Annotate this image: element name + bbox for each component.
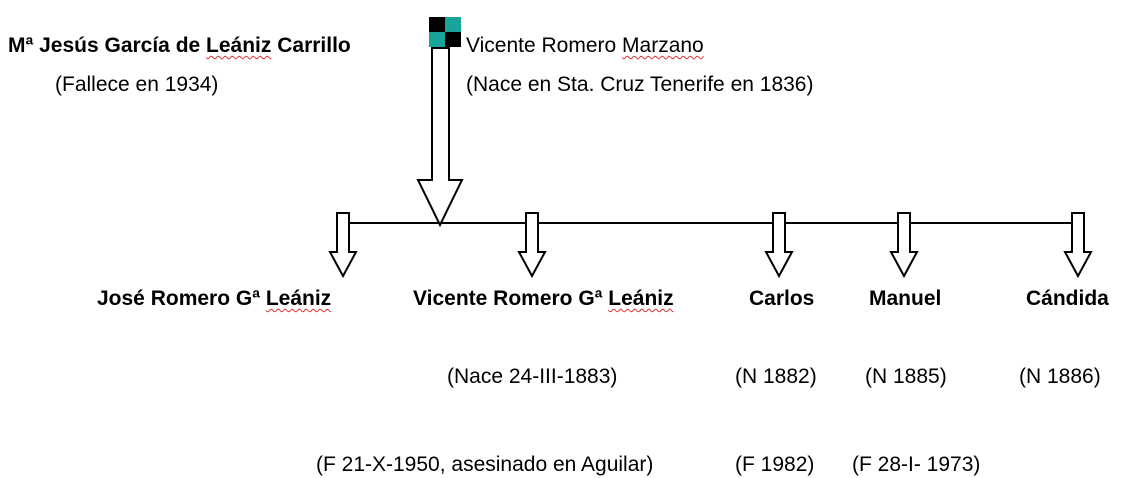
- child-arrow-vicente: [517, 212, 547, 279]
- father-surname: Marzano: [622, 34, 704, 57]
- father-first-name: Vicente Romero: [466, 34, 623, 57]
- child-died-manuel: (F 28-I- 1973): [852, 453, 981, 476]
- child-born-carlos: (N 1882): [735, 365, 817, 388]
- mother-name: Mª Jesús García de Leániz Carrillo: [8, 33, 351, 59]
- child-name-jose: José Romero Gª Leániz: [97, 286, 331, 312]
- child-arrow-carlos: [764, 212, 794, 279]
- child-born-candida: (N 1886): [1019, 365, 1101, 388]
- mother-name-prefix: Mª Jesús García de: [8, 34, 207, 57]
- child-name-prefix: José Romero Gª: [97, 287, 266, 310]
- child-name-vicente: Vicente Romero Gª Leániz: [413, 286, 674, 312]
- father-note: (Nace en Sta. Cruz Tenerife en 1836): [466, 73, 814, 96]
- child-surname: Leániz: [265, 287, 332, 310]
- child-arrow-jose: [328, 212, 358, 279]
- mother-surname: Leániz: [206, 34, 272, 57]
- main-descent-arrow: [416, 47, 464, 228]
- marriage-icon: [429, 17, 461, 47]
- child-name-candida: Cándida: [1026, 287, 1109, 310]
- child-name-manuel: Manuel: [869, 287, 942, 310]
- mother-note: (Fallece en 1934): [55, 73, 219, 96]
- child-arrow-candida: [1063, 212, 1093, 279]
- child-died-vicente: (F 21-X-1950, asesinado en Aguilar): [316, 453, 654, 476]
- child-died-carlos: (F 1982): [735, 453, 815, 476]
- child-born-manuel: (N 1885): [865, 365, 947, 388]
- child-surname: Leániz: [608, 287, 674, 310]
- mother-name-suffix: Carrillo: [271, 34, 351, 57]
- child-name-carlos: Carlos: [749, 287, 815, 310]
- child-arrow-manuel: [889, 212, 919, 279]
- child-born-vicente: (Nace 24-III-1883): [447, 365, 618, 388]
- child-name-prefix: Vicente Romero Gª: [413, 287, 609, 310]
- father-name: Vicente Romero Marzano: [466, 33, 704, 59]
